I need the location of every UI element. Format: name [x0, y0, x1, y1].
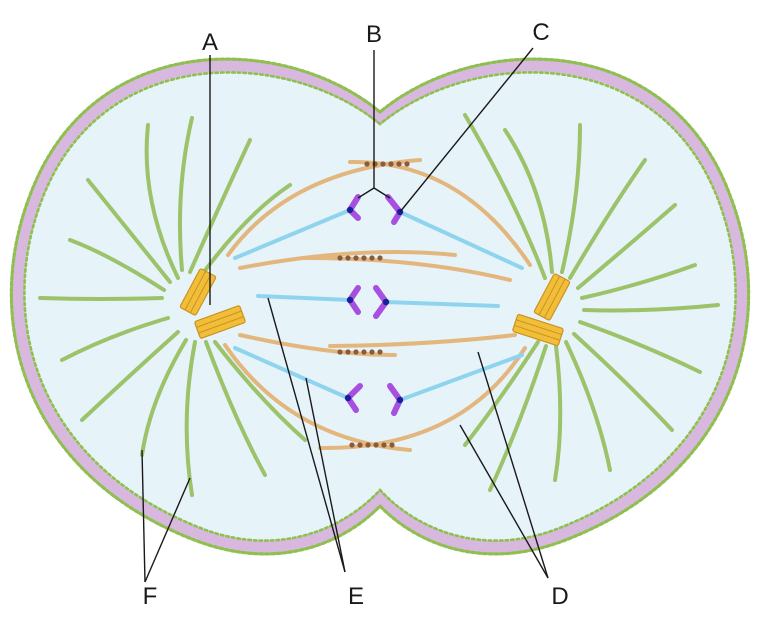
polar-microtubules [223, 158, 532, 452]
astral-microtubule [580, 263, 697, 300]
motor-protein [369, 255, 375, 261]
centriole [512, 313, 564, 347]
motor-protein [337, 255, 343, 261]
motor-protein [357, 442, 363, 448]
leader-line-b-right [373, 187, 391, 199]
kinetochore [344, 394, 352, 402]
leader-line-d-1 [477, 351, 549, 579]
kinetochore-microtubules [233, 208, 524, 402]
motor-protein [372, 161, 378, 167]
motor-protein [404, 161, 410, 167]
labels: A B C D E F [143, 19, 569, 610]
motor-protein [389, 442, 395, 448]
astral-microtubule [553, 344, 563, 482]
label-f: F [143, 583, 158, 610]
motor-protein [345, 349, 351, 355]
cell-membrane-inner-layer [12, 59, 748, 554]
astral-microtubule [463, 340, 540, 447]
leader-line-e-1 [267, 297, 346, 573]
astral-microtubule [204, 340, 267, 477]
cell-membrane-outer-dots [9, 57, 751, 556]
motor-protein [365, 442, 371, 448]
motor-protein [369, 349, 375, 355]
kinetochore-microtubule [256, 294, 352, 302]
astral-microtubule [560, 123, 582, 274]
kinetochore-microtubule [383, 300, 500, 308]
motor-protein [361, 255, 367, 261]
astral-microtubule [503, 128, 554, 274]
polar-microtubule [328, 333, 517, 348]
centrosome-right [512, 273, 571, 347]
leader-line-d-2 [459, 424, 549, 579]
motor-protein [381, 442, 387, 448]
polar-microtubule [238, 333, 397, 357]
motor-protein [373, 442, 379, 448]
astral-microtubule [68, 238, 166, 292]
astral-microtubule [572, 332, 674, 432]
motor-protein [353, 255, 359, 261]
leader-line-f-2 [144, 477, 191, 583]
kinetochores [344, 206, 404, 404]
leader-line-e-2 [305, 377, 346, 573]
polar-microtubule [223, 343, 412, 452]
kinetochore [346, 206, 354, 214]
motor-protein [361, 349, 367, 355]
astral-microtubule [177, 116, 194, 272]
astral-microtubule [140, 338, 188, 457]
motor-protein [353, 349, 359, 355]
polar-microtubule [303, 256, 512, 282]
kinetochore-microtubule [233, 346, 350, 400]
astral-microtubule [196, 183, 292, 282]
leader-lines [141, 47, 549, 583]
cell-membrane-inner-dots [23, 71, 737, 542]
astral-microtubule [578, 320, 702, 374]
centrosome-left [179, 268, 246, 339]
kinetochore-microtubule [398, 210, 524, 270]
centriole [179, 268, 217, 316]
leader-line-f-1 [141, 449, 146, 583]
label-e: E [348, 583, 364, 610]
astral-microtubule [463, 113, 547, 280]
label-d: D [551, 583, 568, 610]
motor-protein [396, 161, 402, 167]
astral-microtubule [582, 303, 720, 313]
leader-line-c [399, 47, 534, 213]
astral-microtubule [188, 138, 252, 274]
astral-microtubule [568, 158, 647, 280]
polar-microtubule [318, 346, 527, 451]
label-c: C [532, 19, 549, 46]
astral-microtubule [38, 296, 164, 301]
astral-microtubules-right [463, 113, 720, 492]
kinetochore-microtubule [398, 353, 524, 402]
kinetochore [396, 396, 404, 404]
leader-line-b-left [357, 187, 375, 199]
astral-microtubule [213, 340, 307, 442]
motor-protein [377, 255, 383, 261]
motor-protein [377, 349, 383, 355]
label-a: A [202, 29, 218, 56]
astral-microtubule [184, 340, 197, 497]
astral-microtubule [60, 316, 170, 362]
kinetochore-microtubule [233, 208, 352, 260]
kinetochore [346, 296, 354, 304]
motor-protein [349, 442, 355, 448]
centriole [533, 273, 571, 321]
polar-microtubule [238, 250, 457, 270]
astral-microtubule [80, 330, 180, 422]
astral-microtubule [564, 340, 612, 472]
centriole [194, 305, 246, 339]
astral-microtubules-left [38, 116, 307, 497]
motor-protein [337, 349, 343, 355]
astral-microtubule [144, 123, 180, 280]
astral-microtubule [488, 344, 548, 492]
motor-protein [345, 255, 351, 261]
kinetochore [382, 298, 390, 306]
motor-protein [364, 161, 370, 167]
motor-protein [380, 161, 386, 167]
astral-microtubule [86, 178, 172, 284]
motor-protein [388, 161, 394, 167]
label-b: B [366, 21, 382, 48]
astral-microtubule [576, 203, 677, 290]
